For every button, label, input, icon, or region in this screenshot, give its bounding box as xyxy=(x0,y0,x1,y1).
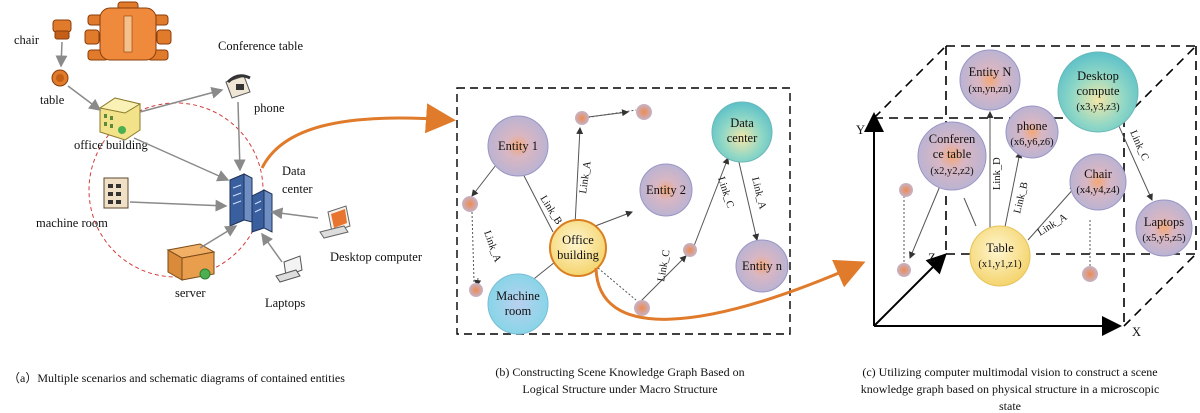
panel-c-caption-line2: knowledge graph based on physical struct… xyxy=(861,382,1160,396)
node-phone-label: phone xyxy=(1017,119,1048,133)
panel-c-edges xyxy=(903,111,1153,268)
node-laptops-coord: (x5,y5,z5) xyxy=(1142,233,1186,244)
panel-b-frame xyxy=(456,87,791,335)
node-conference-coord: (x2,y2,z2) xyxy=(930,166,974,177)
node-entity-n xyxy=(959,49,1021,111)
panel-c-caption-line1: (c) Utilizing computer multimodal vision… xyxy=(862,365,1157,379)
node-conference-table xyxy=(917,121,987,191)
machine-room-icon xyxy=(103,177,129,209)
node-small xyxy=(575,111,589,125)
node-phone xyxy=(1005,105,1059,159)
node-desktop-line2: compute xyxy=(1076,84,1119,98)
link-label-a: Link_A xyxy=(578,160,593,194)
data-center-label-line2: center xyxy=(282,182,313,196)
node-entity-n xyxy=(735,239,789,293)
node-desktop-coord: (x3,y3,z3) xyxy=(1076,102,1120,113)
office-building-icon xyxy=(98,97,142,141)
x-axis-label: X xyxy=(1132,325,1141,339)
node-entity-2 xyxy=(639,163,693,217)
node-small xyxy=(634,300,650,316)
y-axis-label: Y xyxy=(856,123,865,137)
node-small xyxy=(469,283,483,297)
node-table-label: Table xyxy=(986,241,1014,255)
node-phone-coord: (x6,y6,z6) xyxy=(1010,137,1054,148)
node-entity-n-label: Entity N xyxy=(969,65,1012,79)
node-entity-1 xyxy=(487,115,549,177)
link-label-a: Link_A xyxy=(1036,212,1070,239)
node-small xyxy=(897,263,911,277)
node-chair-label: Chair xyxy=(1084,167,1113,181)
panel-a-connections xyxy=(55,41,319,263)
node-office-building-line1: Office xyxy=(562,233,594,247)
panel-b-edges xyxy=(471,109,760,303)
data-center-label-line1: Data xyxy=(282,164,306,178)
phone-label: phone xyxy=(254,101,285,115)
node-small xyxy=(636,104,652,120)
node-laptops-label: Laptops xyxy=(1144,215,1184,229)
table-label: table xyxy=(40,93,65,107)
desktop-computer-icon xyxy=(319,205,351,239)
node-machine-room xyxy=(487,273,549,335)
node-desktop-line1: Desktop xyxy=(1077,69,1119,83)
panel-c-caption-line3: state xyxy=(999,399,1021,413)
office-building-label: office building xyxy=(74,138,148,152)
link-label-b: Link_B xyxy=(1012,181,1030,215)
node-office-building-line2: building xyxy=(557,248,599,262)
desktop-computer-label: Desktop computer xyxy=(330,250,423,264)
link-label-c: Link_C xyxy=(1127,129,1150,163)
node-data-center xyxy=(711,101,773,163)
node-chair xyxy=(1069,153,1127,211)
conference-table-icon xyxy=(84,1,172,61)
phone-icon xyxy=(225,74,251,99)
node-conference-line2: ce table xyxy=(933,147,972,161)
node-table-coord: (x1,y1,z1) xyxy=(978,259,1022,270)
z-axis-label: Z xyxy=(928,251,936,265)
transition-arrow-b-to-c xyxy=(594,259,866,321)
z-axis xyxy=(873,253,947,327)
node-data-center-line2: center xyxy=(727,131,758,145)
node-small xyxy=(462,196,478,212)
node-office-building xyxy=(549,219,607,277)
conference-table-label: Conference table xyxy=(218,39,303,53)
node-small xyxy=(683,243,697,257)
panel-b: Entity 1 Entity 2 Data center Entity n O… xyxy=(456,87,791,396)
panel-a: chair Conference table table xyxy=(8,1,423,385)
machine-room-label: machine room xyxy=(36,216,108,230)
chair-label: chair xyxy=(14,33,40,47)
node-machine-room-line1: Machine xyxy=(496,289,540,303)
node-entity-n-coord: (xn,yn,zn) xyxy=(968,84,1012,95)
node-desktop-compute xyxy=(1057,51,1139,133)
node-entity-n-label: Entity n xyxy=(742,259,783,273)
link-label-a: Link_A xyxy=(749,176,768,211)
node-entity-1-label: Entity 1 xyxy=(498,139,538,153)
link-label-c: Link_C xyxy=(656,249,672,283)
node-entity-2-label: Entity 2 xyxy=(646,183,686,197)
node-small xyxy=(899,183,913,197)
laptops-label: Laptops xyxy=(265,296,305,310)
link-label-a: Link_A xyxy=(481,229,503,264)
server-icon xyxy=(166,243,216,281)
panel-a-caption: （a）Multiple scenarios and schematic diag… xyxy=(8,371,345,385)
panel-b-caption-line1: (b) Constructing Scene Knowledge Graph B… xyxy=(495,365,744,379)
node-table xyxy=(969,225,1031,287)
data-center-icon xyxy=(229,173,273,233)
server-label: server xyxy=(175,286,206,300)
table-icon xyxy=(51,69,69,87)
chair-icon xyxy=(52,19,72,40)
node-data-center-line1: Data xyxy=(730,116,754,130)
link-label-d: Link_D xyxy=(992,157,1003,190)
panel-c: Y Z X Entity N (xn,yn,zn) Desktop comput… xyxy=(856,45,1197,413)
node-laptops xyxy=(1135,199,1193,257)
transition-arrow-a-to-b xyxy=(260,103,456,169)
panel-b-caption-line2: Logical Structure under Macro Structure xyxy=(522,382,717,396)
node-chair-coord: (x4,y4,z4) xyxy=(1076,185,1120,196)
node-machine-room-line2: room xyxy=(505,304,532,318)
cube-wireframe xyxy=(873,45,1197,327)
link-label-c: Link_C xyxy=(715,176,735,210)
node-small xyxy=(1082,266,1098,282)
node-conference-line1: Conferen xyxy=(929,132,976,146)
laptops-icon xyxy=(275,255,303,283)
